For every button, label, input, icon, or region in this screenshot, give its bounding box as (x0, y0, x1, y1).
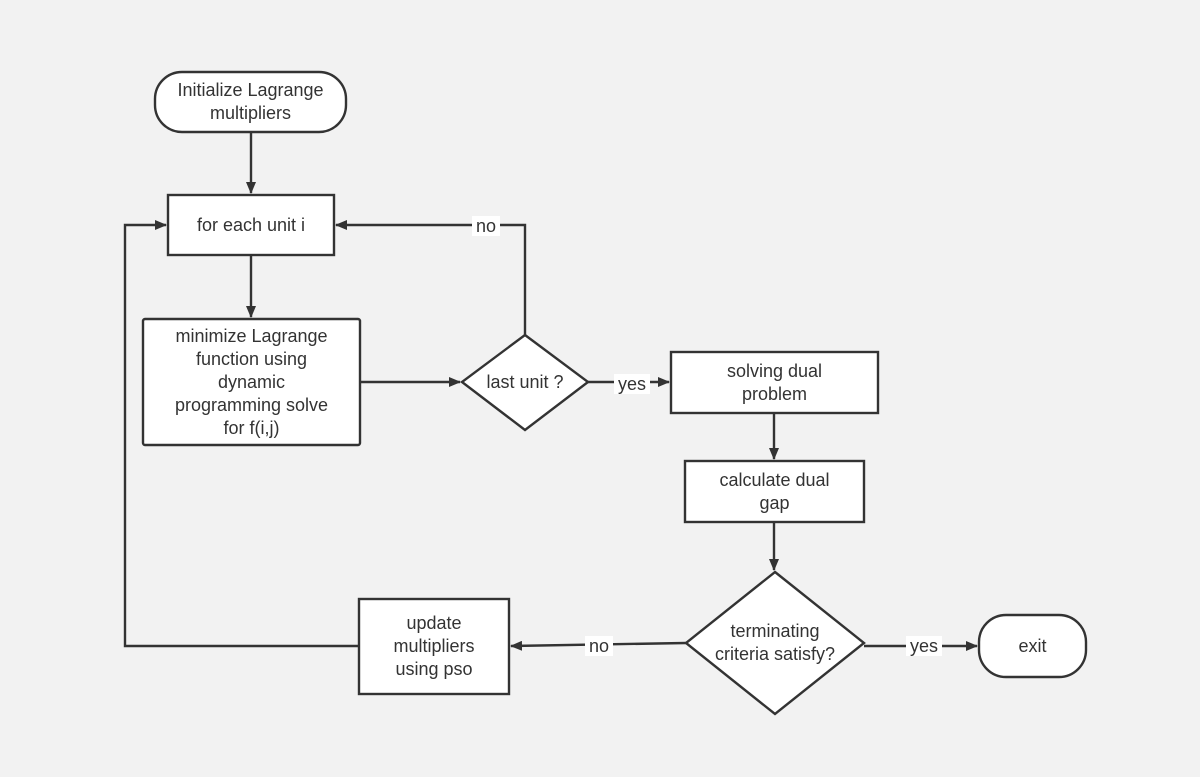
solve-dual-node-label: solving dual problem (726, 360, 823, 404)
for-each-node-label: for each unit i (196, 214, 306, 235)
last-unit-decision-label: last unit ? (486, 372, 564, 392)
terminate-decision-label: terminating criteria satisfy? (714, 621, 836, 664)
exit-node-label: exit (1018, 635, 1047, 656)
terminate-yes-label: yes (906, 636, 942, 656)
exit-node-shape (977, 613, 1088, 679)
edge-last-unit-no-to-for-each (335, 220, 527, 335)
calc-gap-node-shape (683, 459, 866, 524)
terminate-no-label: no (585, 636, 613, 656)
last-unit-decision-shape (460, 333, 590, 432)
for-each-node-shape (166, 193, 336, 257)
last-unit-no-label: no (472, 216, 500, 236)
edge-update-to-for-each (123, 220, 359, 648)
calc-gap-node-label: calculate dual gap (719, 469, 830, 513)
minimize-node-label: minimize Lagrange function using dynamic… (174, 325, 329, 438)
init-node-label: Initialize Lagrange multipliers (177, 80, 324, 123)
update-node-shape (357, 597, 511, 696)
terminate-decision-shape (684, 570, 866, 716)
last-unit-yes-label: yes (614, 374, 650, 394)
update-node-label: update multipliers using pso (393, 613, 475, 679)
